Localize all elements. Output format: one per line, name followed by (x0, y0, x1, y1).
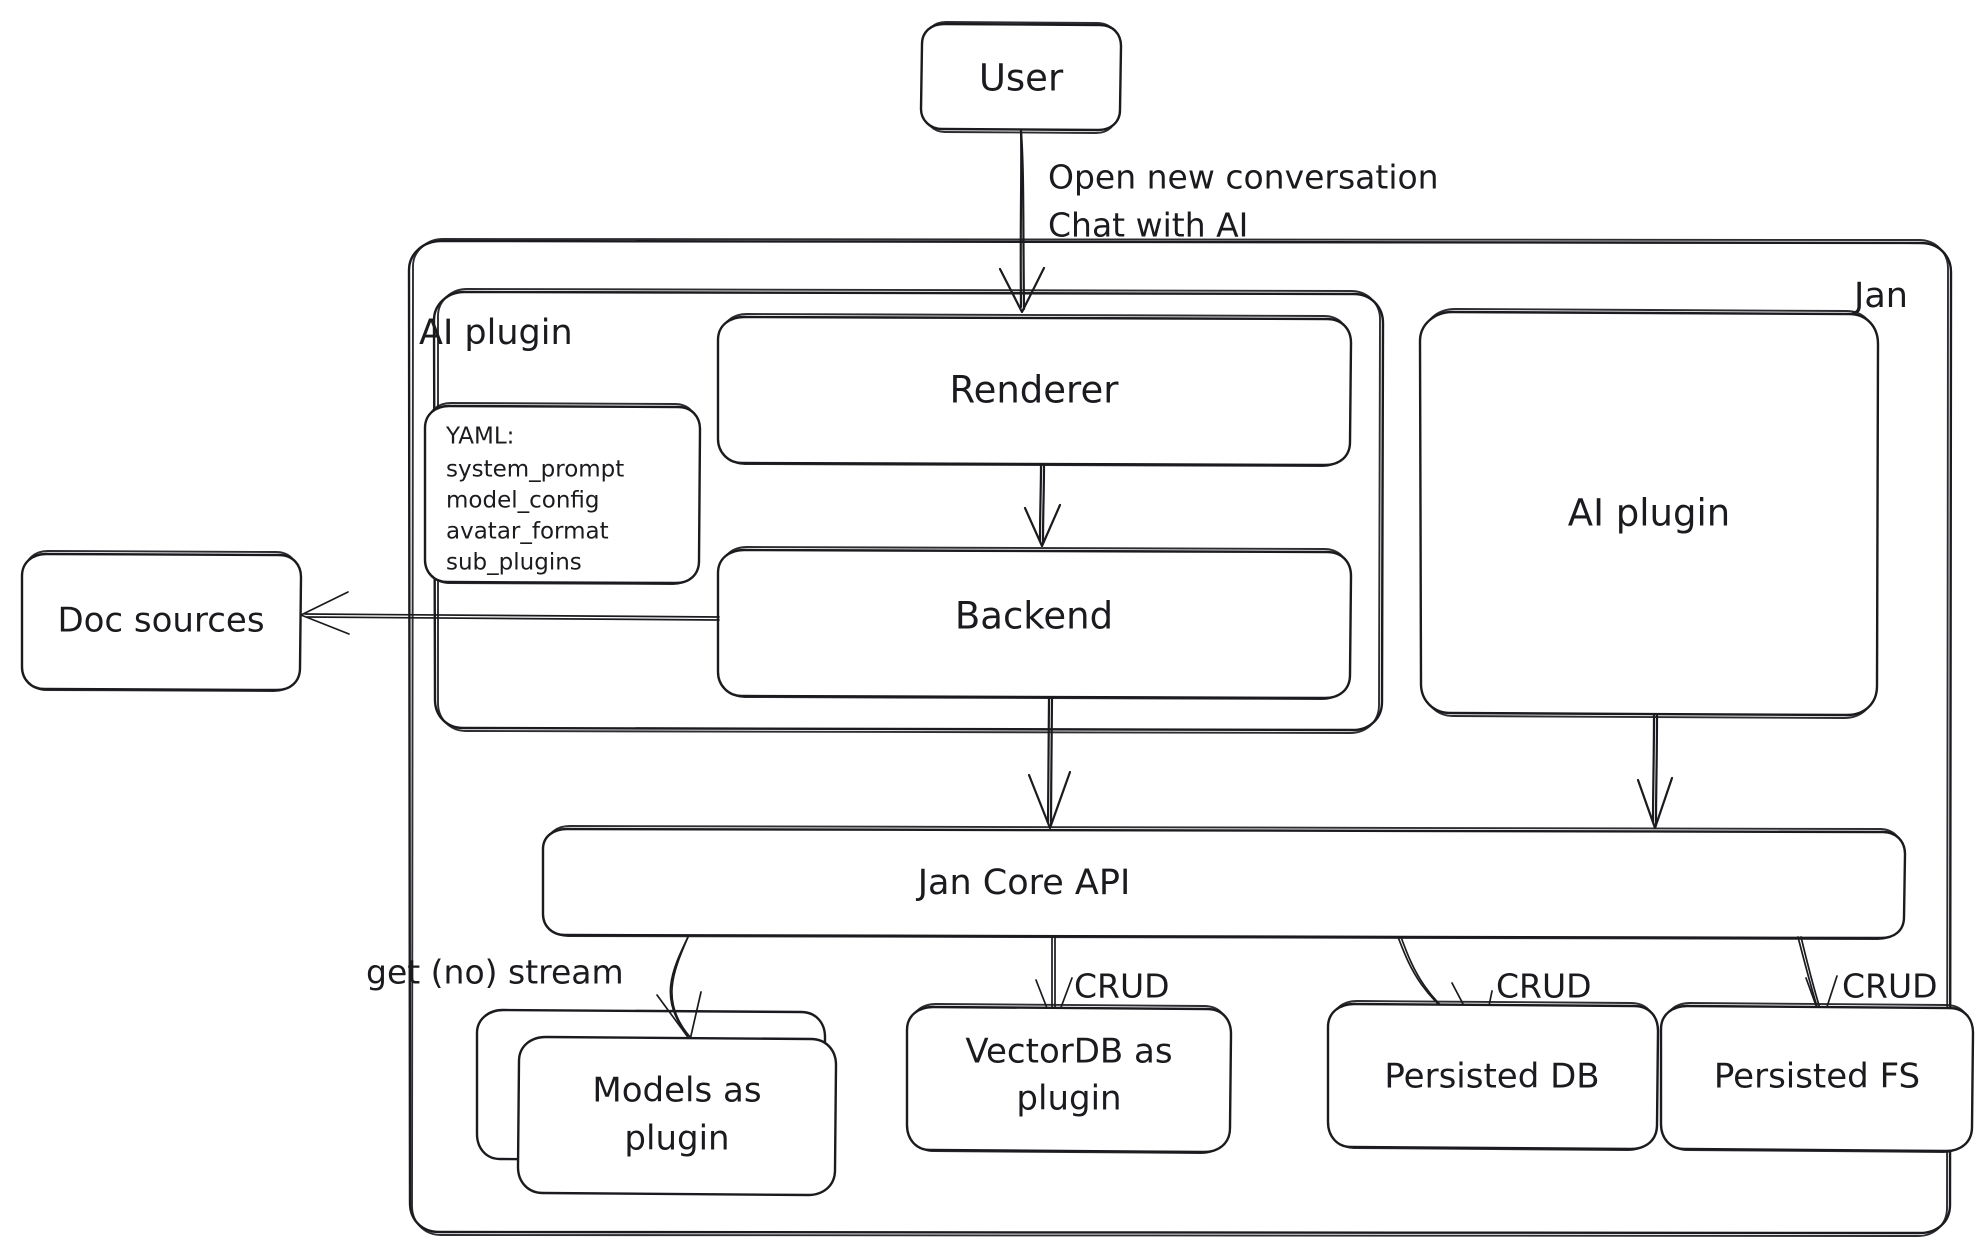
node-backend[interactable]: Backend (716, 546, 1353, 700)
edge-user-to-renderer: Open new conversation Chat with AI (998, 129, 1439, 314)
edge-renderer-to-backend-line-2 (1041, 462, 1046, 545)
node-persisted-fs[interactable]: Persisted FS (1659, 1002, 1975, 1153)
edge-core-to-models-line-2 (671, 936, 691, 1038)
edge-renderer-to-backend-arrowhead (1023, 503, 1062, 548)
yaml-key-avatar-format: avatar_format (446, 519, 609, 545)
yaml-card-heading: YAML: (445, 424, 514, 450)
ai-plugin-group-outline (432, 290, 1385, 732)
edge-backend-to-doc-sources-line-2 (306, 616, 720, 621)
node-jan-core-api[interactable]: Jan Core API (541, 825, 1907, 940)
edge-label-open-new-conversation: Open new conversation (1048, 158, 1439, 197)
edge-backend-to-core-line-2 (1049, 696, 1054, 826)
node-models-plugin-inner-box (516, 1035, 838, 1197)
node-user-label: User (979, 57, 1064, 100)
edge-backend-to-core-line (1046, 696, 1051, 824)
edge-renderer-to-backend-line (1038, 462, 1043, 543)
node-ai-plugin-box-outline (1418, 310, 1880, 717)
edge-label-chat-with-ai: Chat with AI (1048, 206, 1248, 245)
edge-ai-plugin-to-core (1636, 713, 1674, 830)
node-backend-box (716, 548, 1353, 700)
edge-user-to-renderer-line-2 (1019, 129, 1026, 311)
yaml-key-sub-plugins: sub_plugins (446, 550, 582, 576)
node-renderer[interactable]: Renderer (716, 313, 1353, 467)
edge-core-to-models-arrowhead (656, 991, 702, 1041)
edge-renderer-to-backend (1023, 462, 1062, 548)
node-persisted-fs-label: Persisted FS (1714, 1057, 1920, 1097)
node-renderer-box (716, 315, 1353, 467)
edge-backend-to-core (1027, 696, 1072, 830)
node-persisted-db[interactable]: Persisted DB (1326, 1000, 1660, 1151)
node-models-plugin-label-line1: Models as (592, 1071, 761, 1111)
edge-label-get-no-stream: get (no) stream (366, 953, 624, 992)
edge-core-to-persisted-fs: CRUD (1797, 936, 1938, 1023)
edge-ai-plugin-to-core-line-2 (1654, 713, 1659, 826)
node-persisted-db-label: Persisted DB (1384, 1057, 1599, 1097)
node-doc-sources-label: Doc sources (57, 601, 264, 641)
node-vectordb-plugin[interactable]: VectorDB as plugin (905, 1003, 1233, 1154)
node-user[interactable]: User (919, 21, 1123, 134)
node-ai-plugin-box[interactable]: AI plugin (1418, 308, 1880, 719)
node-jan-core-api-label: Jan Core API (916, 863, 1131, 903)
yaml-key-model-config: model_config (446, 488, 600, 514)
jan-container-label: Jan (1852, 276, 1908, 316)
node-vectordb-plugin-label-line2: plugin (1016, 1079, 1121, 1119)
edge-label-crud-persisted-db: CRUD (1496, 967, 1592, 1006)
node-persisted-db-box (1326, 1002, 1660, 1151)
jan-container-outline (407, 239, 1953, 1235)
yaml-card[interactable]: YAML: system_prompt model_config avatar_… (423, 402, 702, 585)
edge-backend-to-core-arrowhead (1027, 770, 1072, 830)
node-models-plugin-label-line2: plugin (624, 1119, 729, 1159)
edge-backend-to-doc-sources-arrowhead (300, 591, 350, 635)
node-renderer-label: Renderer (950, 369, 1120, 412)
node-vectordb-plugin-label-line1: VectorDB as (965, 1032, 1172, 1072)
node-doc-sources-box (20, 552, 303, 692)
node-user-box (919, 22, 1123, 132)
edge-user-to-renderer-arrowhead (998, 266, 1046, 314)
edge-ai-plugin-to-core-line (1651, 713, 1656, 824)
jan-container[interactable]: Jan (407, 238, 1953, 1237)
node-ai-plugin-box-label: AI plugin (1568, 492, 1730, 535)
ai-plugin-group-label: AI plugin (419, 313, 573, 353)
edge-core-to-models: get (no) stream (366, 936, 702, 1041)
yaml-card-box (423, 404, 702, 585)
edge-backend-to-doc-sources (300, 591, 720, 635)
node-backend-label: Backend (955, 595, 1113, 638)
edge-backend-to-doc-sources-line (304, 613, 720, 618)
node-models-plugin[interactable]: Models as plugin (475, 1008, 838, 1197)
ai-plugin-group[interactable]: AI plugin (419, 288, 1385, 734)
edge-label-crud-persisted-fs: CRUD (1842, 967, 1938, 1006)
edge-label-crud-vectordb: CRUD (1074, 967, 1170, 1006)
node-jan-core-api-box (541, 827, 1907, 940)
node-doc-sources[interactable]: Doc sources (20, 550, 303, 692)
yaml-key-system-prompt: system_prompt (446, 457, 624, 483)
node-vectordb-plugin-box (905, 1005, 1233, 1154)
ai-plugin-group-outline-sketch (437, 288, 1381, 734)
node-persisted-fs-box (1659, 1004, 1975, 1153)
